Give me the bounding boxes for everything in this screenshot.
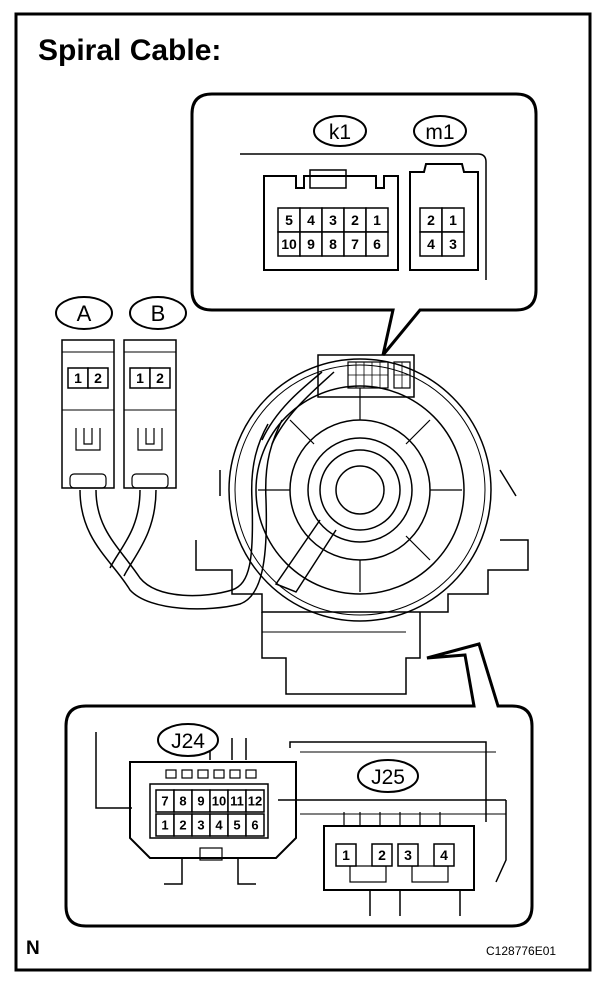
pins-J25-pin-label: 3 xyxy=(404,847,412,863)
pins-k1-pin-label: 8 xyxy=(329,236,337,252)
label-J24: J24 xyxy=(157,723,219,757)
page-title: Spiral Cable: xyxy=(38,34,222,67)
pins-m1-pin-label: 3 xyxy=(449,236,457,252)
pins-J24-cell xyxy=(245,789,265,813)
label-m1: m1 xyxy=(413,115,467,147)
pins-k1-pin-label: 10 xyxy=(281,236,297,252)
svg-text:J25: J25 xyxy=(371,766,405,789)
svg-text:B: B xyxy=(151,301,166,326)
pins-k1-pin-label: 1 xyxy=(373,212,381,228)
pins-k1-pin-label: 7 xyxy=(351,236,359,252)
pins-B-pin-label: 1 xyxy=(136,370,144,386)
pins-J24-pin-label: 5 xyxy=(233,818,240,833)
top-callout-bubble xyxy=(190,92,538,356)
label-k1: k1 xyxy=(313,115,367,147)
pins-J25-cell xyxy=(433,843,455,867)
pins-A-cell xyxy=(87,367,109,389)
pins-J24-pin-label: 4 xyxy=(215,818,223,833)
pins-k1-pin-label: 4 xyxy=(307,212,315,228)
pins-m1-pin-label: 1 xyxy=(449,212,457,228)
J25-pin-grid: 1 2 3 4 xyxy=(335,843,455,867)
pins-k1-pin-label: 5 xyxy=(285,212,293,228)
outer-border xyxy=(14,12,592,972)
pins-J24-pin-label: 7 xyxy=(161,794,168,809)
svg-text:A: A xyxy=(77,301,92,326)
pins-k1-pin-label: 6 xyxy=(373,236,381,252)
pins-J24-pin-label: 8 xyxy=(179,794,186,809)
svg-text:k1: k1 xyxy=(329,121,351,144)
pins-J25-pin-label: 1 xyxy=(342,847,350,863)
corner-label: N xyxy=(26,938,40,959)
pins-J25-cell xyxy=(397,843,419,867)
pins-J25-pin-label: 4 xyxy=(440,847,448,863)
pins-B-pin-label: 2 xyxy=(156,370,164,386)
pins-J24-pin-label: 2 xyxy=(179,818,186,833)
pins-J24-pin-label: 9 xyxy=(197,794,204,809)
pins-J24-pin-label: 11 xyxy=(230,794,244,809)
pins-J25-pin-label: 2 xyxy=(378,847,386,863)
bottom-callout-bubble xyxy=(64,642,534,928)
pins-J24-pin-label: 6 xyxy=(251,818,258,833)
svg-text:m1: m1 xyxy=(425,121,454,144)
label-J25: J25 xyxy=(357,759,419,793)
pins-m1-cell xyxy=(441,231,465,257)
label-A: A xyxy=(55,296,113,330)
pins-J24-pin-label: 3 xyxy=(197,818,204,833)
pins-A-pin-label: 1 xyxy=(74,370,82,386)
label-B: B xyxy=(129,296,187,330)
pins-A-pin-label: 2 xyxy=(94,370,102,386)
pins-J24-pin-label: 12 xyxy=(248,794,262,809)
pins-k1-pin-label: 2 xyxy=(351,212,359,228)
pins-B-cell xyxy=(149,367,171,389)
figure-id: C128776E01 xyxy=(486,944,557,958)
pins-J25-cell xyxy=(371,843,393,867)
pins-m1-pin-label: 4 xyxy=(427,236,435,252)
pins-J24-pin-label: 1 xyxy=(161,818,168,833)
pins-k1-cell xyxy=(365,231,389,257)
pins-k1-pin-label: 9 xyxy=(307,236,315,252)
pins-J25-cell xyxy=(335,843,357,867)
pins-J24-cell xyxy=(245,813,265,837)
pins-k1-pin-label: 3 xyxy=(329,212,337,228)
pins-m1-pin-label: 2 xyxy=(427,212,435,228)
svg-text:J24: J24 xyxy=(171,730,205,753)
pins-J24-pin-label: 10 xyxy=(212,794,226,809)
